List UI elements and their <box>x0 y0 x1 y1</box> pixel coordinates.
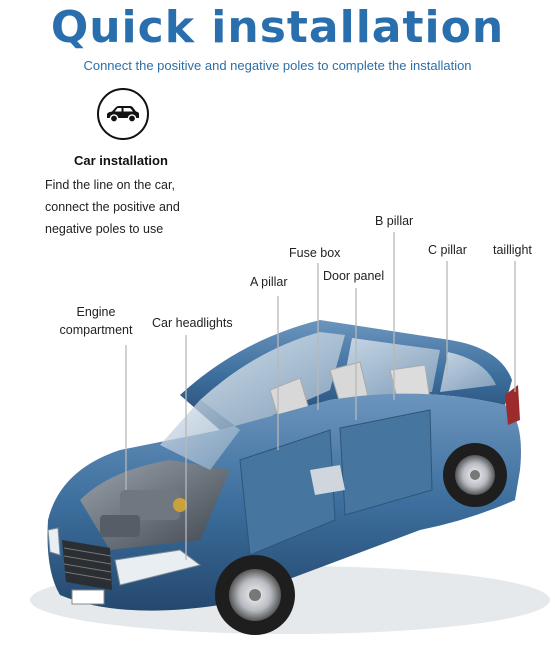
installation-title: Car installation <box>74 153 168 168</box>
installation-desc-line: Find the line on the car, <box>45 178 175 192</box>
page-title: Quick installation <box>50 2 505 53</box>
label-taillight: taillight <box>493 243 532 257</box>
label-fuse-box: Fuse box <box>289 246 341 260</box>
installation-desc-line: negative poles to use <box>45 222 164 236</box>
label-car-headlights: Car headlights <box>152 316 233 330</box>
installation-description: Find the line on the car, connect the po… <box>45 174 215 240</box>
label-engine-compartment: Engine compartment <box>50 303 142 339</box>
car-icon <box>97 88 149 140</box>
label-engine-line: Engine <box>76 305 116 319</box>
label-engine-line: compartment <box>59 323 133 337</box>
installation-desc-line: connect the positive and <box>45 200 180 214</box>
page-subtitle: Connect the positive and negative poles … <box>83 58 472 73</box>
label-c-pillar: C pillar <box>428 243 467 257</box>
label-b-pillar: B pillar <box>375 214 414 228</box>
label-a-pillar: A pillar <box>250 275 288 289</box>
label-door-panel: Door panel <box>323 269 385 283</box>
